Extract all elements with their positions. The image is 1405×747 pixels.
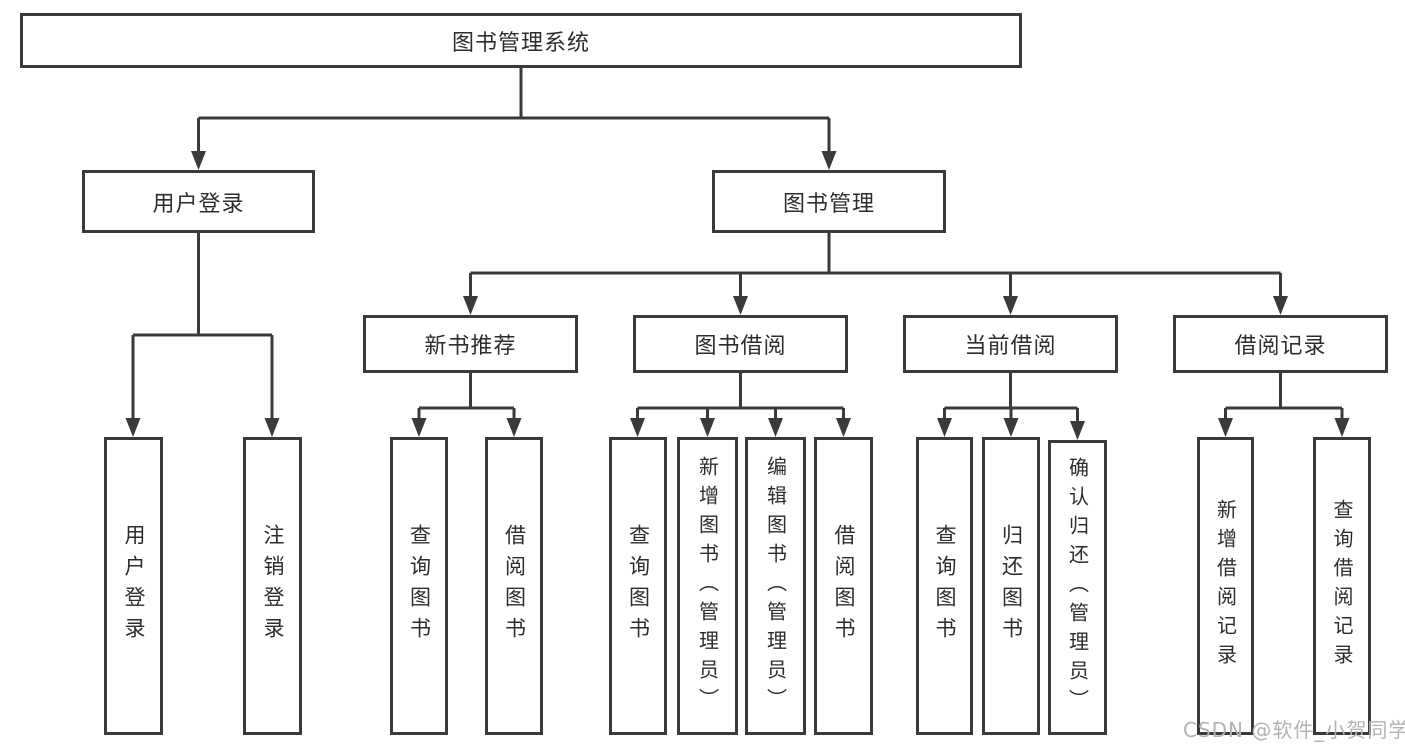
node-new-book-recommend: 新书推荐: [363, 315, 578, 373]
node-borrowing-records: 借阅记录: [1173, 315, 1388, 373]
connector-current-to-leaves: [943, 373, 1079, 423]
leaf-query-books-3: 查询图书: [916, 437, 973, 735]
watermark: CSDN @软件_小贺同学: [1183, 718, 1405, 742]
leaf-add-books-admin: 新增图书（管理员）: [677, 437, 738, 735]
leaf-borrow-books-2: 借阅图书: [814, 437, 873, 735]
node-user-login-branch: 用户登录: [82, 170, 315, 233]
connector-userlogin-to-leaves: [131, 233, 274, 420]
node-book-management-branch: 图书管理: [712, 170, 946, 233]
connector-bookmgmt-to-level3: [469, 233, 1282, 298]
leaf-logout: 注销登录: [243, 437, 302, 735]
node-book-borrowing: 图书借阅: [633, 315, 848, 373]
connector-root-to-level2: [197, 68, 831, 153]
node-root: 图书管理系统: [20, 13, 1022, 68]
connector-record-to-leaves: [1224, 373, 1344, 420]
leaf-edit-books-admin: 编辑图书（管理员）: [745, 437, 806, 735]
leaf-return-books: 归还图书: [982, 437, 1040, 735]
leaf-confirm-return-admin: 确认归还（管理员）: [1048, 440, 1107, 735]
leaf-query-books-2: 查询图书: [609, 437, 667, 735]
connector-newbook-to-leaves: [417, 373, 516, 420]
leaf-query-books-1: 查询图书: [390, 437, 448, 735]
connector-borrow-to-leaves: [636, 373, 845, 420]
leaf-borrow-books-1: 借阅图书: [485, 437, 543, 735]
leaf-query-borrow-record: 查询借阅记录: [1313, 437, 1371, 735]
leaf-user-login: 用户登录: [104, 437, 163, 735]
leaf-add-borrow-record: 新增借阅记录: [1197, 437, 1254, 735]
node-current-borrowing: 当前借阅: [903, 315, 1118, 373]
